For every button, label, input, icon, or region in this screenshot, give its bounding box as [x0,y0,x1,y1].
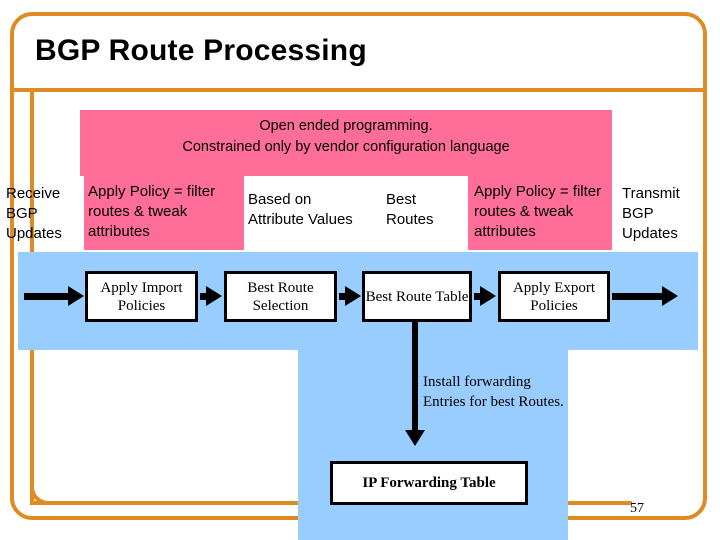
pipeline-step-label: Apply Export Policies [512,279,596,314]
label-apply-export-policy: Apply Policy = filter routes & tweak att… [474,183,602,240]
pipeline-step-label: Apply Import Policies [100,279,183,314]
page-number: 57 [630,501,644,516]
label-transmit-bgp-updates: Transmit BGP Updates [622,185,680,242]
arrow-head-table-to-forwarding [405,430,425,446]
page-title: BGP Route Processing [35,34,367,67]
arrow-head-import-to-selection [206,286,222,306]
arrow-out-of-export-policies [612,293,664,300]
arrow-into-import-policies [24,293,69,300]
pipeline-step-label: Best Route Table [365,288,469,305]
arrow-head-out-of-export-policies [662,286,678,306]
install-forwarding-note: Install forwarding Entries for best Rout… [423,374,564,410]
arrow-import-to-selection [200,293,208,300]
policy-callout-text: Open ended programming. Constrained only… [80,116,612,158]
ip-forwarding-table-box[interactable]: IP Forwarding Table [330,461,528,505]
arrow-head-into-import-policies [68,286,84,306]
label-based-on-attribute-values: Based on Attribute Values [248,191,353,228]
pipeline-step-apply-import-policies[interactable]: Apply Import Policies [85,271,198,322]
policy-callout-line-2: Constrained only by vendor configuration… [182,139,510,155]
arrow-head-table-to-export [480,286,496,306]
slide-frame-title-divider [10,88,707,92]
forwarding-background [298,350,568,540]
policy-highlight-export [468,176,612,250]
arrow-head-selection-to-table [345,286,361,306]
pipeline-step-best-route-selection[interactable]: Best Route Selection [224,271,337,322]
arrow-table-to-export [474,293,482,300]
arrow-table-to-forwarding [412,322,418,434]
policy-callout-banner [80,110,612,176]
pipeline-step-label: Best Route Selection [247,279,314,314]
pipeline-step-apply-export-policies[interactable]: Apply Export Policies [498,271,610,322]
label-apply-import-policy: Apply Policy = filter routes & tweak att… [88,183,216,240]
slide-frame-inner-corner [30,470,70,505]
policy-highlight-import [84,176,244,250]
label-best-routes: Best Routes [386,191,434,228]
pipeline-step-best-route-table[interactable]: Best Route Table [362,271,472,322]
arrow-selection-to-table [339,293,347,300]
ip-forwarding-table-label: IP Forwarding Table [362,475,496,491]
policy-callout-line-1: Open ended programming. [259,118,433,134]
label-receive-bgp-updates: Receive BGP Updates [6,185,62,242]
